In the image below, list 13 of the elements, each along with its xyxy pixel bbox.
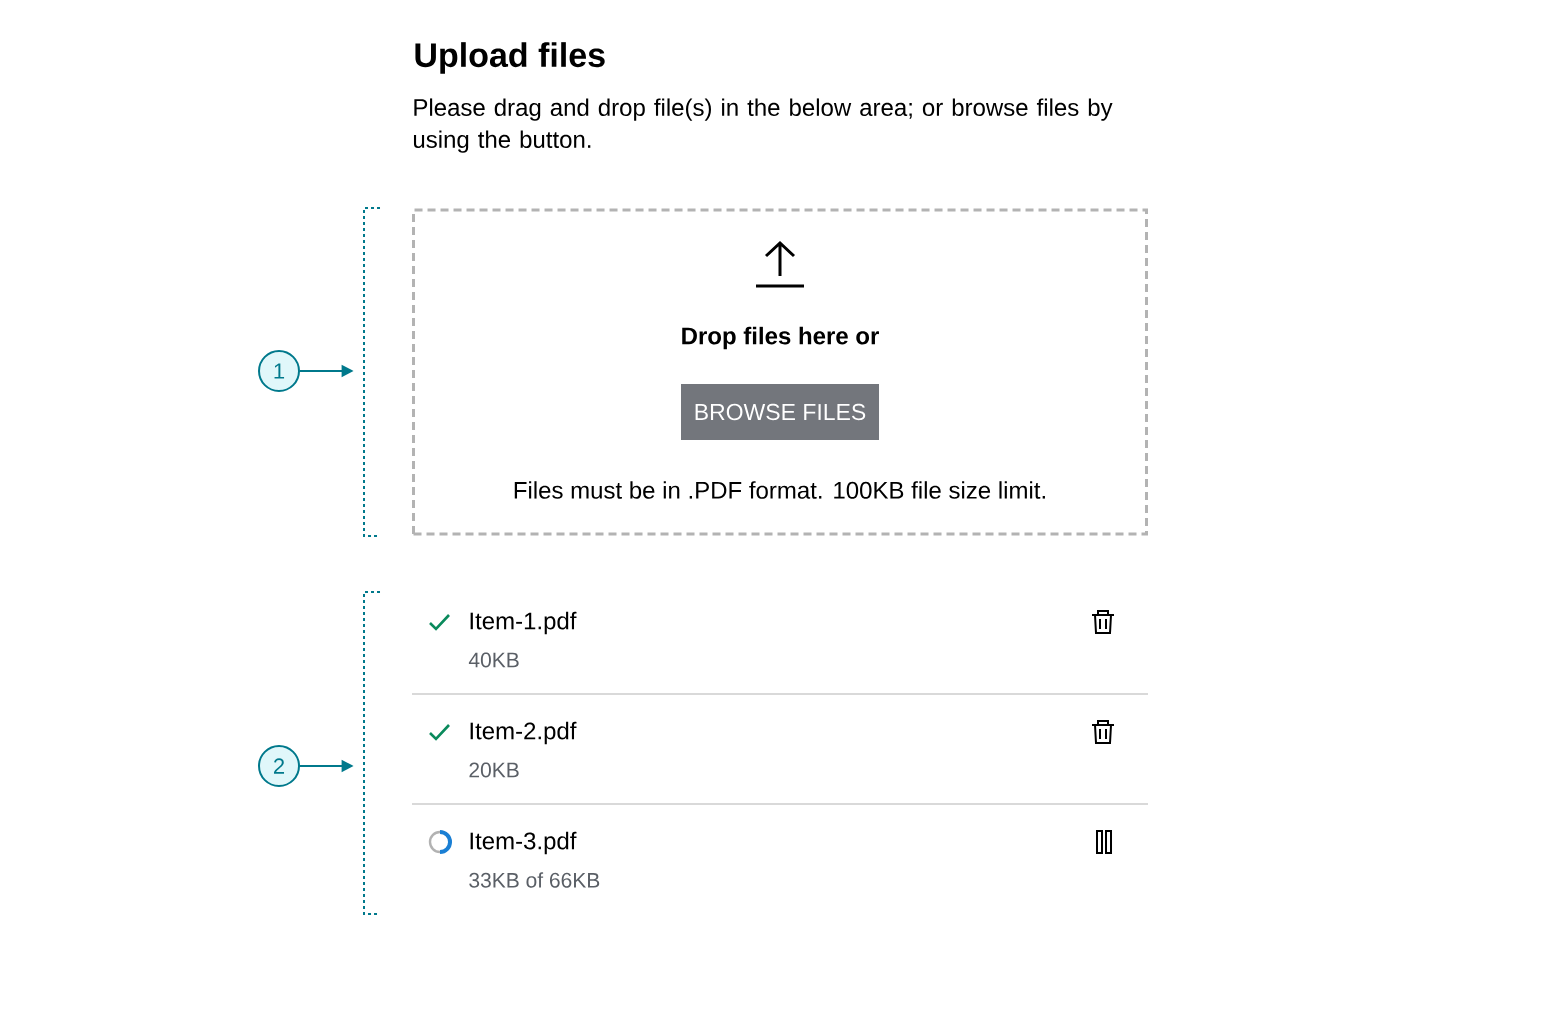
- file-size: 40KB: [468, 652, 519, 668]
- file-size: 20KB: [469, 762, 519, 778]
- bracket: [363, 207, 381, 537]
- file-size: 33KB of 66KB: [469, 872, 600, 888]
- file-name: Item-3.pdf: [470, 831, 577, 855]
- bracket: [363, 591, 381, 915]
- file-name: Item-1.pdf: [470, 611, 577, 635]
- file-name: Item-2.pdf: [470, 721, 577, 745]
- description: Please drag and drop file(s) in the below area; or browse files by using the button.: [413, 98, 1113, 153]
- callout-number: 1: [258, 350, 300, 392]
- browse-button: BROWSE FILES: [681, 384, 879, 440]
- page-title: Upload files: [415, 42, 605, 74]
- callout-number: 2: [258, 745, 300, 787]
